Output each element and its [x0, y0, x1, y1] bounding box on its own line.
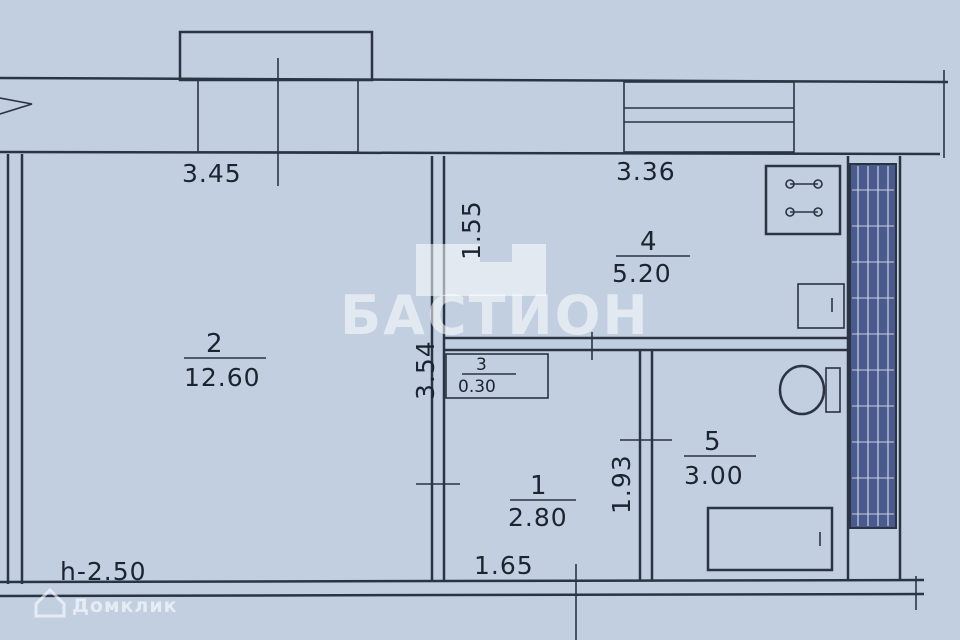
svg-text:0.30: 0.30 — [458, 377, 496, 397]
svg-text:4: 4 — [640, 227, 657, 257]
domclick-logo-icon — [34, 587, 66, 618]
interior-walls — [416, 156, 902, 580]
watermark-house-icon — [416, 244, 546, 296]
sink-icon — [797, 283, 845, 329]
svg-text:3: 3 — [476, 355, 487, 375]
room-4-label: 4 5.20 — [612, 227, 690, 288]
kitchen-window — [623, 81, 795, 153]
closet-box — [445, 353, 549, 399]
svg-text:12.60: 12.60 — [184, 363, 261, 392]
svg-text:5: 5 — [704, 427, 721, 457]
dimension-bottom-hall: 1.65 — [474, 551, 534, 580]
room-2-label: 2 12.60 — [184, 329, 266, 392]
watermark-bastion: БАСТИОН — [340, 284, 650, 347]
dimension-bath-vertical: 1.93 — [607, 454, 636, 514]
svg-text:5.20: 5.20 — [612, 259, 672, 288]
radiator-icon — [849, 163, 897, 529]
dimension-top-right: 3.36 — [616, 157, 676, 186]
dimension-kitchen-vertical: 1.55 — [457, 200, 486, 260]
toilet-icon — [778, 364, 841, 416]
ceiling-height: h-2.50 — [60, 557, 147, 586]
svg-text:1: 1 — [530, 471, 547, 501]
room-1-label: 1 2.80 — [508, 471, 576, 532]
dimension-top-left: 3.45 — [182, 159, 242, 188]
svg-text:2: 2 — [206, 329, 223, 359]
stove-icon — [764, 164, 842, 236]
exterior-wall-left — [6, 154, 24, 584]
watermark-domclick: Домклик — [72, 595, 178, 617]
exterior-wall-bottom — [0, 564, 925, 640]
room-3-label: 3 0.30 — [458, 355, 516, 397]
dimension-hall-vertical: 3.54 — [411, 340, 440, 400]
svg-text:3.00: 3.00 — [684, 461, 744, 490]
room-5-label: 5 3.00 — [684, 427, 756, 490]
bathtub-icon — [706, 506, 834, 572]
svg-text:2.80: 2.80 — [508, 503, 568, 532]
